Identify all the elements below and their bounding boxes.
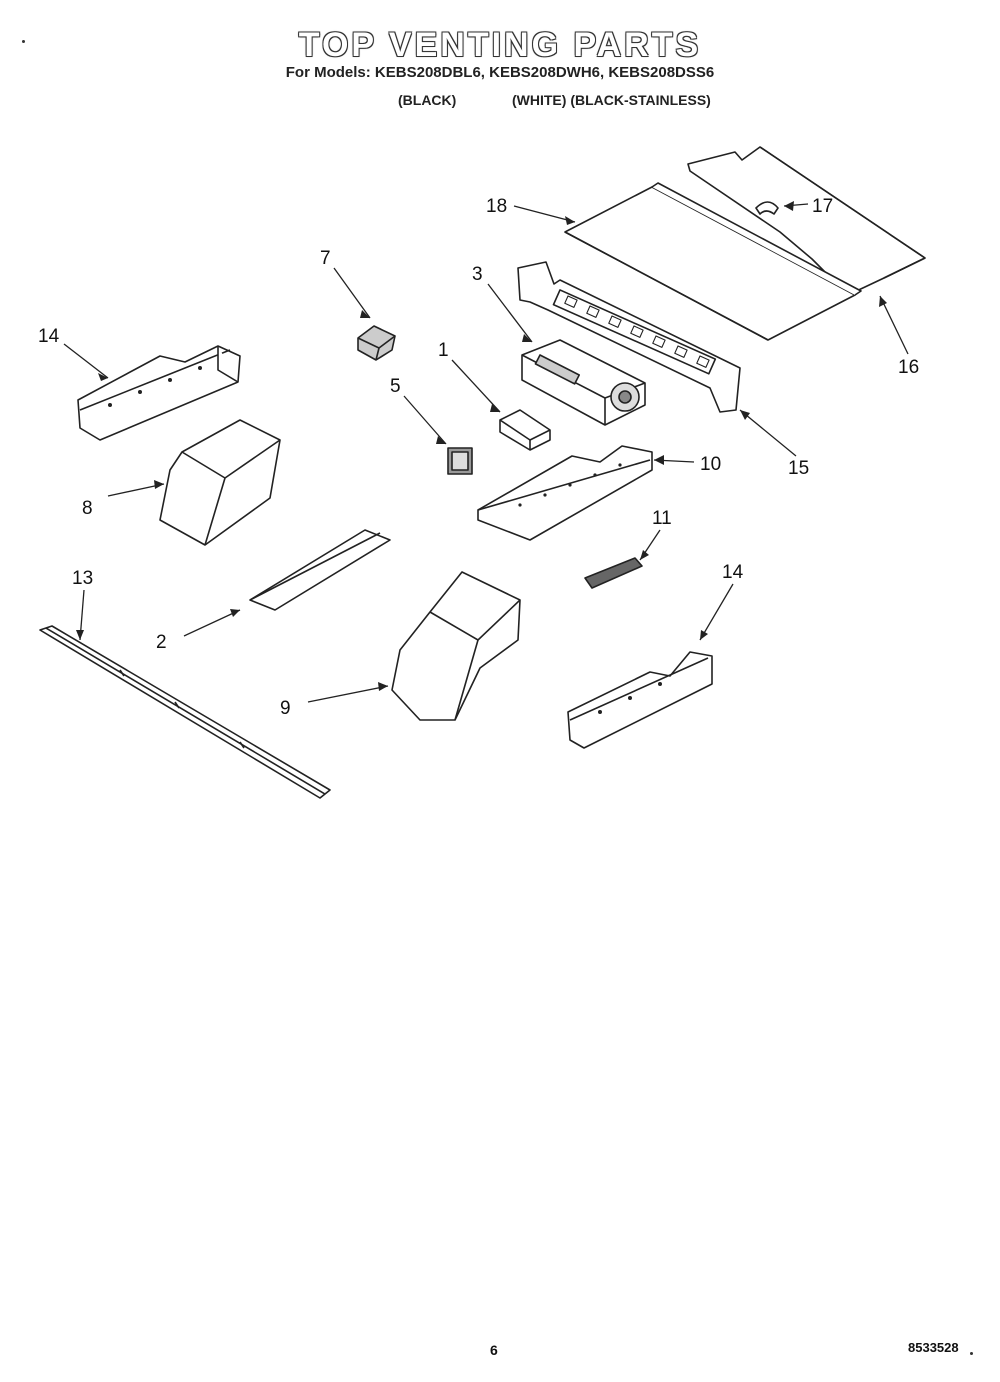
part-5-switch (447, 447, 473, 475)
callout-5: 5 (390, 376, 401, 397)
document-code: 8533528 (908, 1340, 959, 1355)
part-9-lower-duct (391, 571, 521, 721)
page-number: 6 (490, 1342, 498, 1358)
callout-15: 15 (788, 458, 809, 479)
callout-7: 7 (320, 248, 331, 269)
callout-13: 13 (72, 568, 93, 589)
callout-18: 18 (486, 196, 507, 217)
callout-14-right: 14 (722, 562, 744, 583)
callout-1: 1 (438, 340, 449, 361)
part-11-label-strip (584, 557, 643, 589)
scan-speck (22, 40, 25, 43)
callout-16: 16 (898, 357, 919, 378)
leader-arrowheads (76, 201, 887, 691)
model-color-black: (BLACK) (398, 92, 457, 108)
callout-11: 11 (652, 508, 672, 529)
scan-speck (970, 1352, 973, 1355)
page-title: TOP VENTING PARTS (298, 26, 702, 64)
part-7-connector (357, 325, 396, 361)
part-14-side-bracket-right (567, 651, 713, 749)
model-list: For Models: KEBS208DBL6, KEBS208DWH6, KE… (285, 64, 715, 81)
part-17-clip (755, 201, 779, 215)
part-14-side-bracket-left (77, 345, 241, 441)
part-8-air-duct (159, 419, 281, 546)
callout-17: 17 (812, 196, 833, 217)
callout-labels: 18 17 7 3 14 1 16 5 10 15 8 11 13 14 2 9 (38, 196, 919, 719)
callout-10: 10 (700, 454, 721, 475)
callout-3: 3 (472, 264, 483, 285)
part-3-fan-motor (521, 339, 646, 426)
part-16-vent-cover (687, 146, 926, 296)
callout-2: 2 (156, 632, 167, 653)
part-13-long-trim (39, 625, 331, 799)
part-1-actuator (499, 409, 551, 451)
model-color-white-stainless: (WHITE) (BLACK-STAINLESS) (512, 92, 711, 108)
part-2-vent-strip (249, 529, 391, 611)
callout-9: 9 (280, 698, 291, 719)
part-15-vent-bracket (517, 261, 741, 413)
part-18-vent-panel (564, 182, 862, 341)
callout-8: 8 (82, 498, 93, 519)
part-10-base-plate (477, 445, 653, 541)
callout-14-left: 14 (38, 326, 60, 347)
